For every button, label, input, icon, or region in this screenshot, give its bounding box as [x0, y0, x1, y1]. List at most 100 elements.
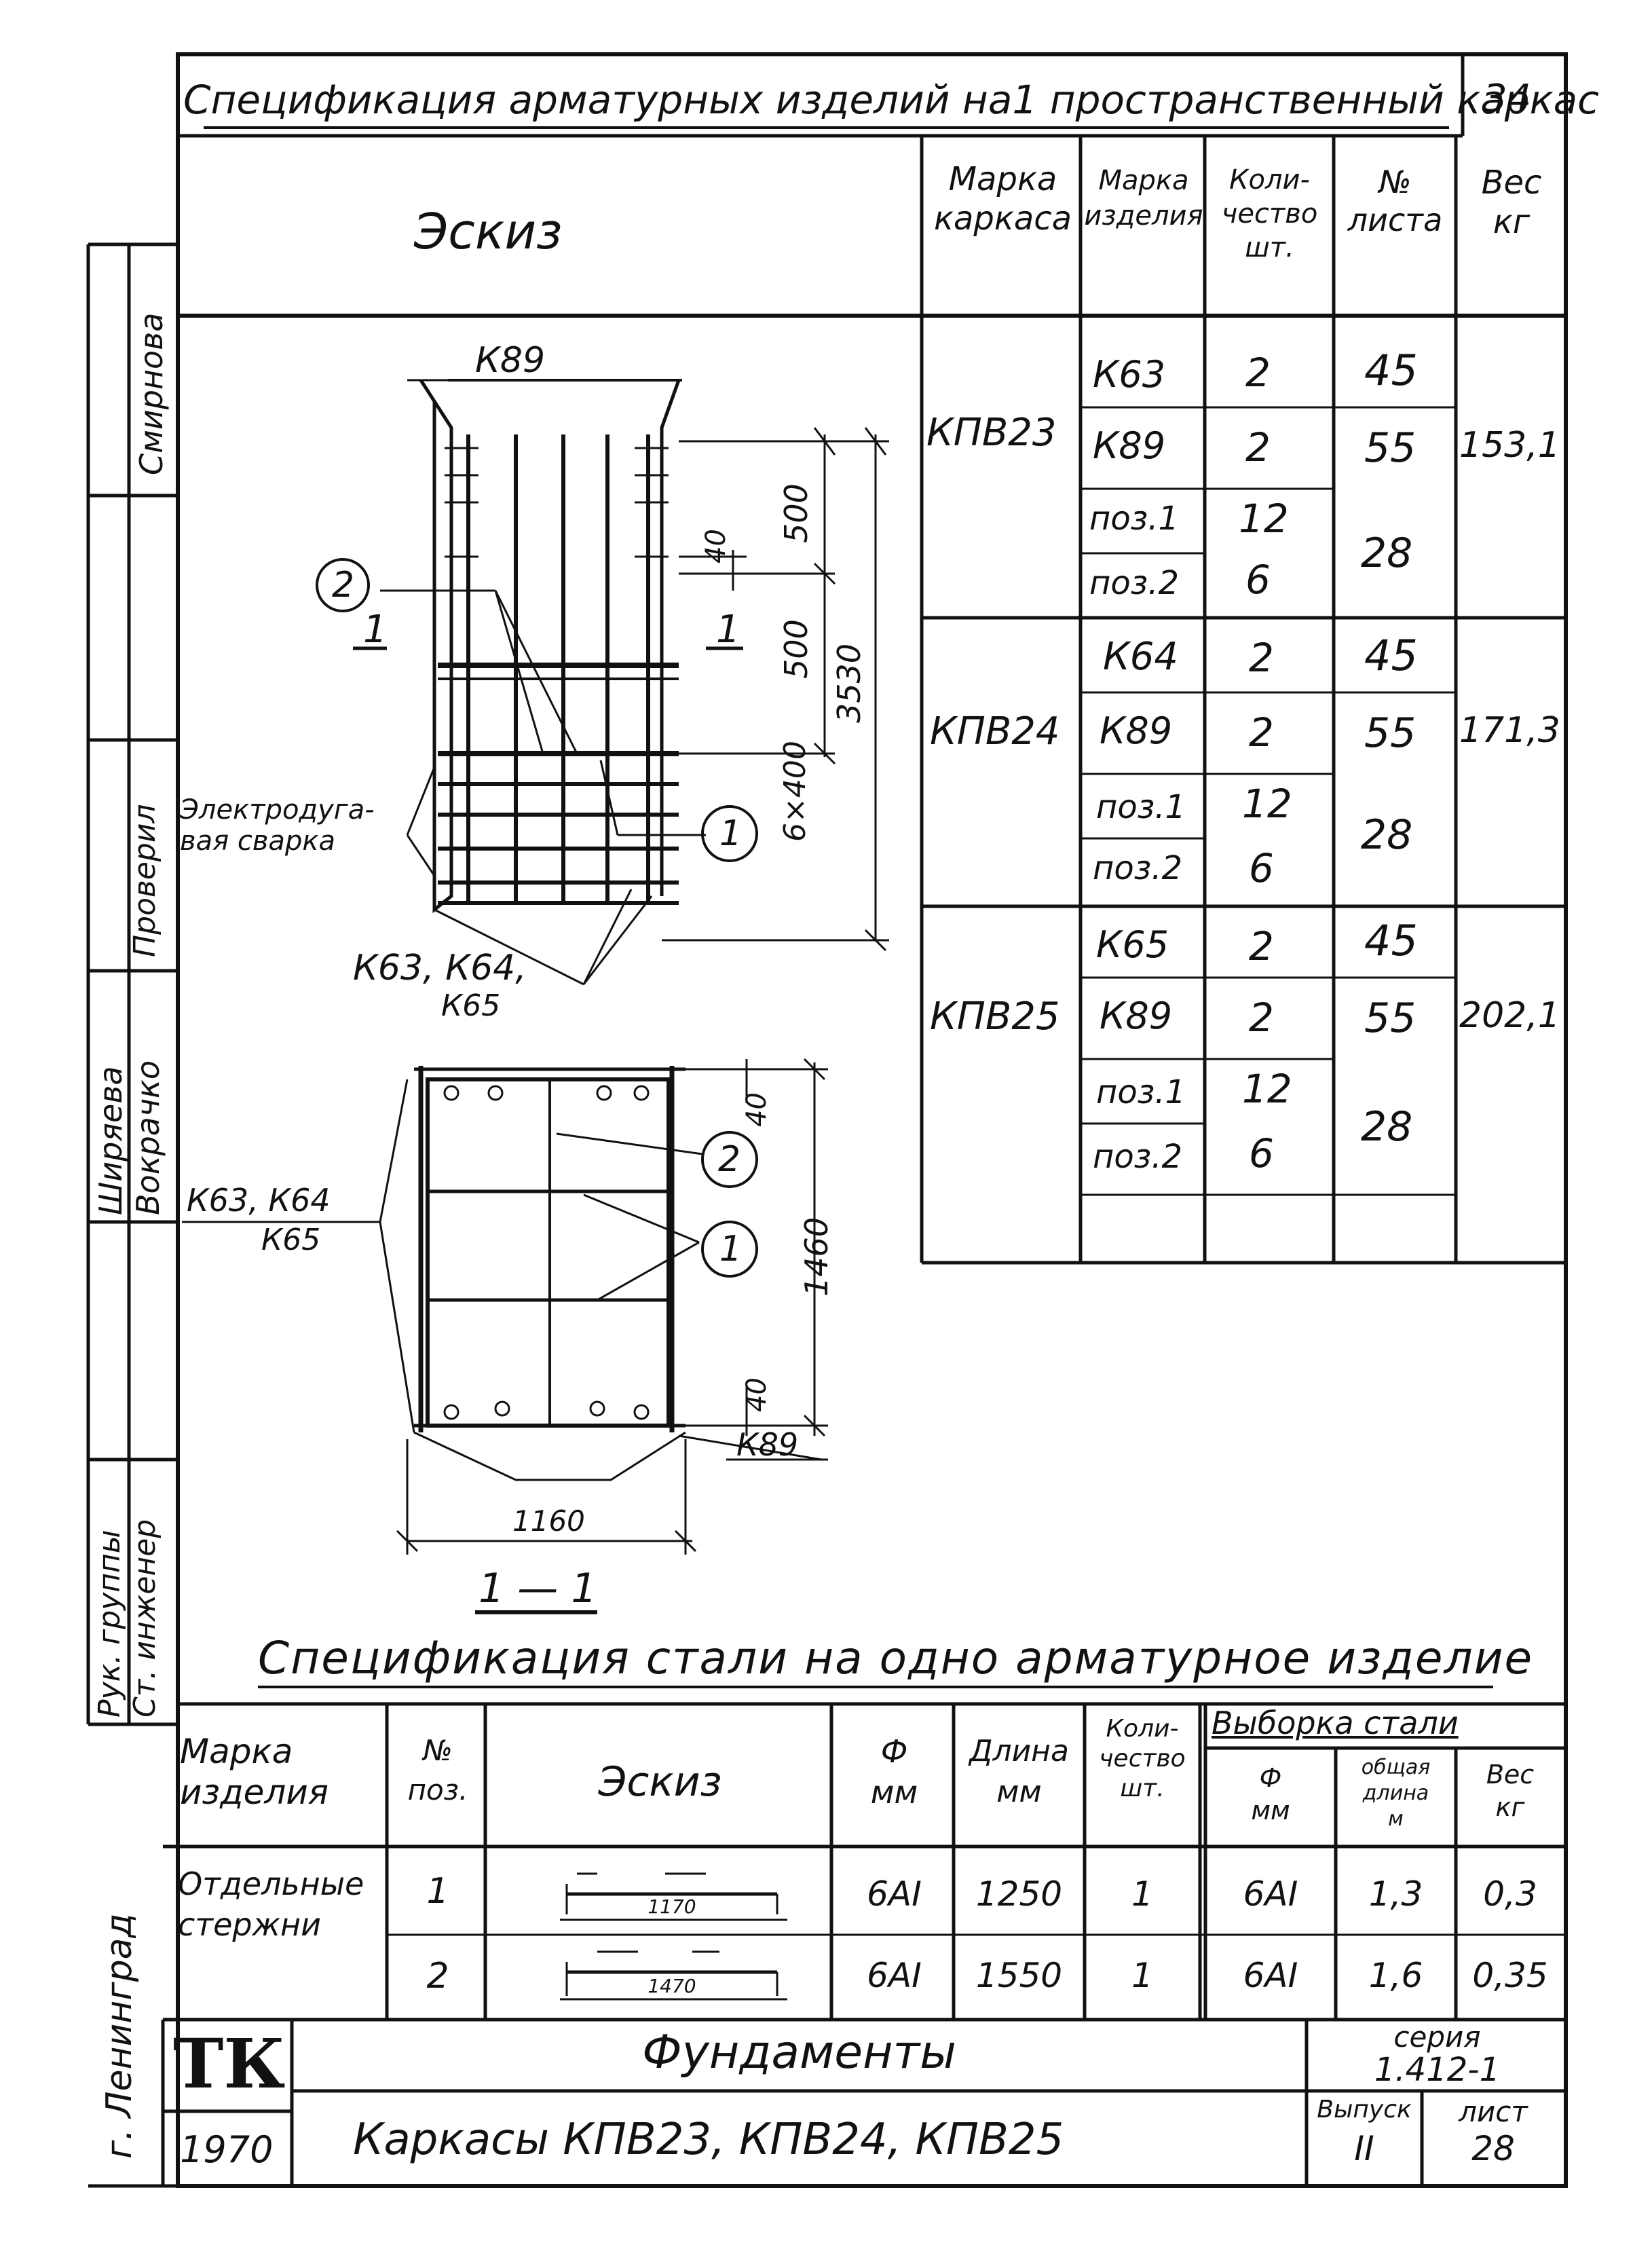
item-2-4: поз.2 [1093, 849, 1183, 887]
sidebar-city: г. Ленинград [99, 1913, 140, 2159]
steel-row-2-sel-diam: 6АI [1243, 1956, 1298, 1995]
section-callout-2-text: 2 [718, 1139, 741, 1180]
section-callout-1-text: 1 [719, 1229, 743, 1269]
dim-40: 40 [700, 529, 732, 563]
sketch-header: Эскиз [414, 203, 563, 260]
frame-mark-3: КПВ25 [930, 995, 1060, 1039]
dim-6x400: 6×400 [778, 741, 812, 842]
section-mark-right: 1 [716, 608, 740, 652]
item-2-3: поз.1 [1096, 788, 1186, 826]
label-k89-top: К89 [475, 340, 546, 381]
qty-1-4: 6 [1245, 557, 1271, 603]
sidebar-role-engineer: Ст. инженер [128, 1519, 162, 1718]
series-number: 1.412-1 [1374, 2051, 1501, 2089]
series-label: серия [1393, 2020, 1481, 2054]
steel-row-1-pos: 1 [426, 1871, 449, 1912]
frame-weight-1: 153,1 [1459, 425, 1560, 466]
section-dim-1460: 1460 [798, 1217, 835, 1297]
section-title: 1 — 1 [478, 1565, 597, 1612]
sheet-3-2: 55 [1364, 995, 1416, 1042]
section-frames-label-2: К65 [261, 1223, 321, 1257]
steel-row-1-diam: 6АI [867, 1874, 922, 1914]
frame-weight-2: 171,3 [1459, 710, 1560, 751]
section-callout-circle-2 [701, 1131, 758, 1188]
steel-spec-title: Спецификация стали на одно арматурное из… [258, 1632, 1534, 1684]
item-1-4: поз.2 [1089, 564, 1180, 602]
section-dim-40-top: 40 [741, 1092, 772, 1127]
subject: Фундаменты [642, 2026, 956, 2079]
issue-number: II [1354, 2129, 1374, 2168]
item-3-2: К89 [1100, 995, 1173, 1037]
steel-row-2-sketch-len: 1470 [647, 1975, 696, 1997]
item-3-1: К65 [1096, 923, 1169, 966]
item-1-1: К63 [1093, 353, 1166, 396]
item-3-4: поз.2 [1093, 1138, 1183, 1176]
sheet-1-2: 55 [1364, 424, 1416, 472]
qty-2-1: 2 [1249, 635, 1274, 681]
bar-sketches [560, 1872, 787, 2001]
qty-2-4: 6 [1249, 845, 1274, 891]
sheet-1-1: 45 [1364, 346, 1418, 395]
steel-row-1-total: 1,3 [1368, 1874, 1423, 1914]
sheet-2-3: 28 [1361, 811, 1413, 859]
sheet-3-1: 45 [1364, 916, 1418, 965]
sidebar-name-vokrachko: Вокрачко [130, 1060, 166, 1215]
section-mark-left: 1 [363, 608, 388, 652]
section-callout-circle-1 [701, 1221, 758, 1278]
steel-sketch-header: Эскиз [598, 1758, 722, 1806]
weld-label: Электродуга-вая сварка [180, 794, 375, 857]
callout-1-text: 1 [719, 813, 743, 854]
steel-row-2-total: 1,6 [1368, 1956, 1423, 1995]
page-title: Спецификация арматурных изделий на1 прос… [183, 77, 1600, 123]
page-number: 34 [1483, 77, 1532, 121]
frames-label-2: К65 [441, 988, 501, 1023]
steel-row-2-qty: 1 [1131, 1956, 1153, 1995]
item-1-3: поз.1 [1089, 500, 1180, 538]
qty-2-2: 2 [1249, 709, 1274, 756]
frame-mark-1: КПВ23 [926, 411, 1057, 455]
qty-3-4: 6 [1249, 1130, 1274, 1176]
steel-row-1-weight: 0,3 [1483, 1874, 1537, 1914]
dim-3530: 3530 [831, 643, 867, 723]
callout-2-text: 2 [332, 565, 355, 606]
callout-circle-1 [701, 805, 758, 862]
qty-1-2: 2 [1245, 424, 1271, 470]
frame-mark-2: КПВ24 [930, 709, 1060, 754]
steel-row-1-qty: 1 [1131, 1874, 1153, 1914]
frames-label: К63, К64, [353, 948, 527, 988]
sheet-2-1: 45 [1364, 631, 1418, 680]
section-k89: К89 [736, 1426, 799, 1463]
qty-3-3: 12 [1242, 1066, 1292, 1112]
org-logo: ТК [173, 2024, 286, 2104]
sheet-number: 28 [1471, 2129, 1515, 2168]
steel-selection-header: Выборка стали [1212, 1705, 1459, 1741]
frame-elevation [407, 379, 682, 914]
dim-500-a: 500 [778, 483, 814, 543]
sheet-2-2: 55 [1364, 709, 1416, 757]
qty-1-3: 12 [1239, 496, 1289, 542]
sidebar-name-smirnova: Смирнова [133, 312, 170, 475]
steel-row-1-sel-diam: 6АI [1243, 1874, 1298, 1914]
section-width: 1160 [512, 1504, 585, 1538]
qty-3-2: 2 [1249, 995, 1274, 1041]
qty-2-3: 12 [1242, 781, 1292, 827]
sidebar-role-checked: Проверил [128, 804, 162, 957]
sheet-title: Каркасы КПВ23, КПВ24, КПВ25 [353, 2115, 1064, 2165]
section-dim-40-bottom: 40 [741, 1377, 772, 1412]
callout-circle-2 [316, 558, 370, 612]
sheet-1-3: 28 [1361, 530, 1413, 577]
sheet-3-3: 28 [1361, 1103, 1413, 1151]
steel-row-2-weight: 0,35 [1472, 1956, 1548, 1995]
